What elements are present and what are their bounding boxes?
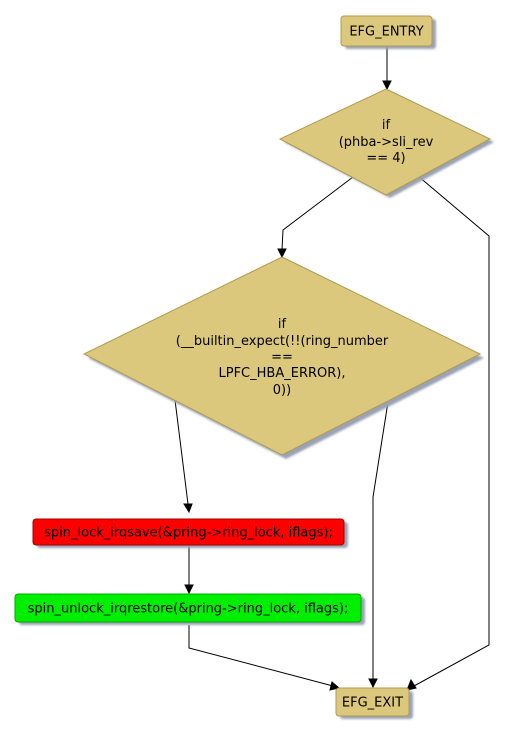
unlock-label: spin_unlock_irqrestore(&pring->ring_lock… [28,602,349,617]
edge-decision2-to-exit [372,401,389,680]
decision2-line-5: 0)) [273,383,291,398]
decision1-line-2: (phba->sli_rev [339,135,434,150]
edges [174,46,490,691]
arrowhead-exit-left [329,681,341,691]
arrowhead-decision2 [277,248,287,259]
lock-node: spin_lock_irqsave(&pring->ring_lock, ifl… [32,518,348,548]
arrowhead-unlock [184,584,194,595]
decision2-node: if (__builtin_expect(!!(ring_number == L… [82,256,484,459]
arrowhead-exit-top [368,678,378,689]
decision1-line-1: if [382,118,391,133]
decision2-line-3: == [271,350,293,365]
lock-label: spin_lock_irqsave(&pring->ring_lock, ifl… [44,526,333,541]
unlock-node: spin_unlock_irqrestore(&pring->ring_lock… [14,593,365,625]
edge-decision2-to-lock [174,399,189,505]
decision2-line-1: if [278,317,287,332]
edge-unlock-to-exit [188,625,334,687]
arrowhead-decision1 [382,80,392,91]
decision1-node: if (phba->sli_rev == 4) [278,88,494,198]
entry-label: EFG_ENTRY [349,25,423,40]
edge-decision1-to-decision2 [281,176,354,251]
edge-decision1-to-exit [413,175,490,687]
decision2-line-4: LPFC_HBA_ERROR), [219,366,346,381]
arrowhead-exit-right [406,678,417,691]
exit-node: EFG_EXIT [335,687,413,719]
decision1-line-3: == 4) [366,151,405,166]
exit-label: EFG_EXIT [342,696,403,711]
entry-node: EFG_ENTRY [340,15,436,49]
decision2-line-2: (__builtin_expect(!!(ring_number [176,334,389,349]
arrowhead-lock [183,503,193,514]
